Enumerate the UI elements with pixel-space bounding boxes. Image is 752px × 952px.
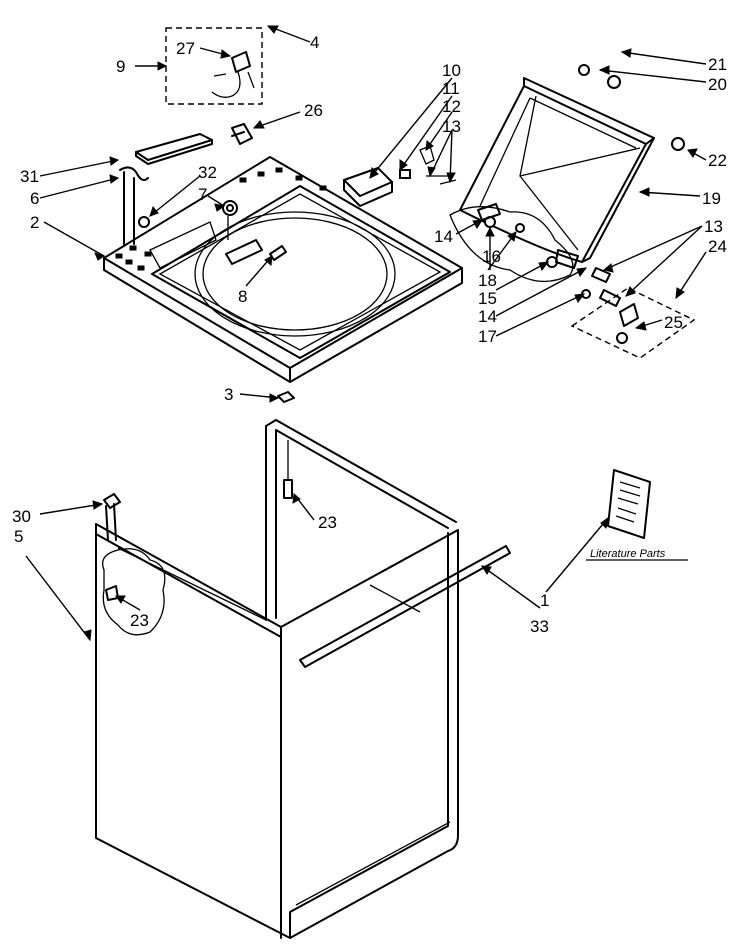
label-1: 1 [540,591,549,610]
label-9: 9 [116,57,125,76]
label-30: 30 [12,507,31,526]
label-22: 22 [708,151,727,170]
label-25: 25 [664,313,683,332]
hinge-plate [570,287,696,359]
label-24: 24 [708,237,727,256]
label-32: 32 [198,163,217,182]
label-3: 3 [224,385,233,404]
lid [449,77,655,283]
label-19: 19 [702,189,721,208]
bracket-part [119,166,149,247]
label-2: 2 [30,213,39,232]
literature-parts-label: Literature Parts [590,548,666,560]
label-17: 17 [478,327,497,346]
cabinet-body [95,419,459,939]
screw-23-frame [283,440,293,499]
lid-switch [343,145,457,207]
label-5: 5 [14,527,23,546]
cover-part [135,133,213,165]
label-13-right: 13 [704,217,723,236]
label-13-top: 13 [442,117,461,136]
top-panel [103,156,463,383]
front-panel-bar [299,545,511,668]
arrowheads [83,25,698,642]
screw-23-cabinet [105,585,119,601]
label-20: 20 [708,75,727,94]
label-16: 16 [482,247,501,266]
label-23-cabinet: 23 [130,611,149,630]
label-23-frame: 23 [318,513,337,532]
small-parts [138,200,238,240]
label-7: 7 [198,185,207,204]
label-14-bottom: 14 [478,307,497,326]
label-15: 15 [478,289,497,308]
label-31: 31 [20,167,39,186]
label-4: 4 [310,33,319,52]
clip-30 [103,493,121,541]
label-27: 27 [176,39,195,58]
screw-8 [225,239,287,265]
label-33: 33 [530,617,549,636]
clip-3 [277,391,295,403]
label-12: 12 [442,97,461,116]
label-6: 6 [30,189,39,208]
callout-labels: 4 9 27 26 10 11 12 13 21 20 22 19 13 24 … [12,33,727,636]
label-21: 21 [708,55,727,74]
clip-part [231,123,253,145]
label-18: 18 [478,271,497,290]
label-14-top: 14 [434,227,453,246]
label-11: 11 [442,79,460,98]
literature-booklet [586,469,688,561]
label-10: 10 [442,61,461,80]
label-8: 8 [238,287,247,306]
lid-hinges [477,64,685,307]
label-26: 26 [304,101,323,120]
